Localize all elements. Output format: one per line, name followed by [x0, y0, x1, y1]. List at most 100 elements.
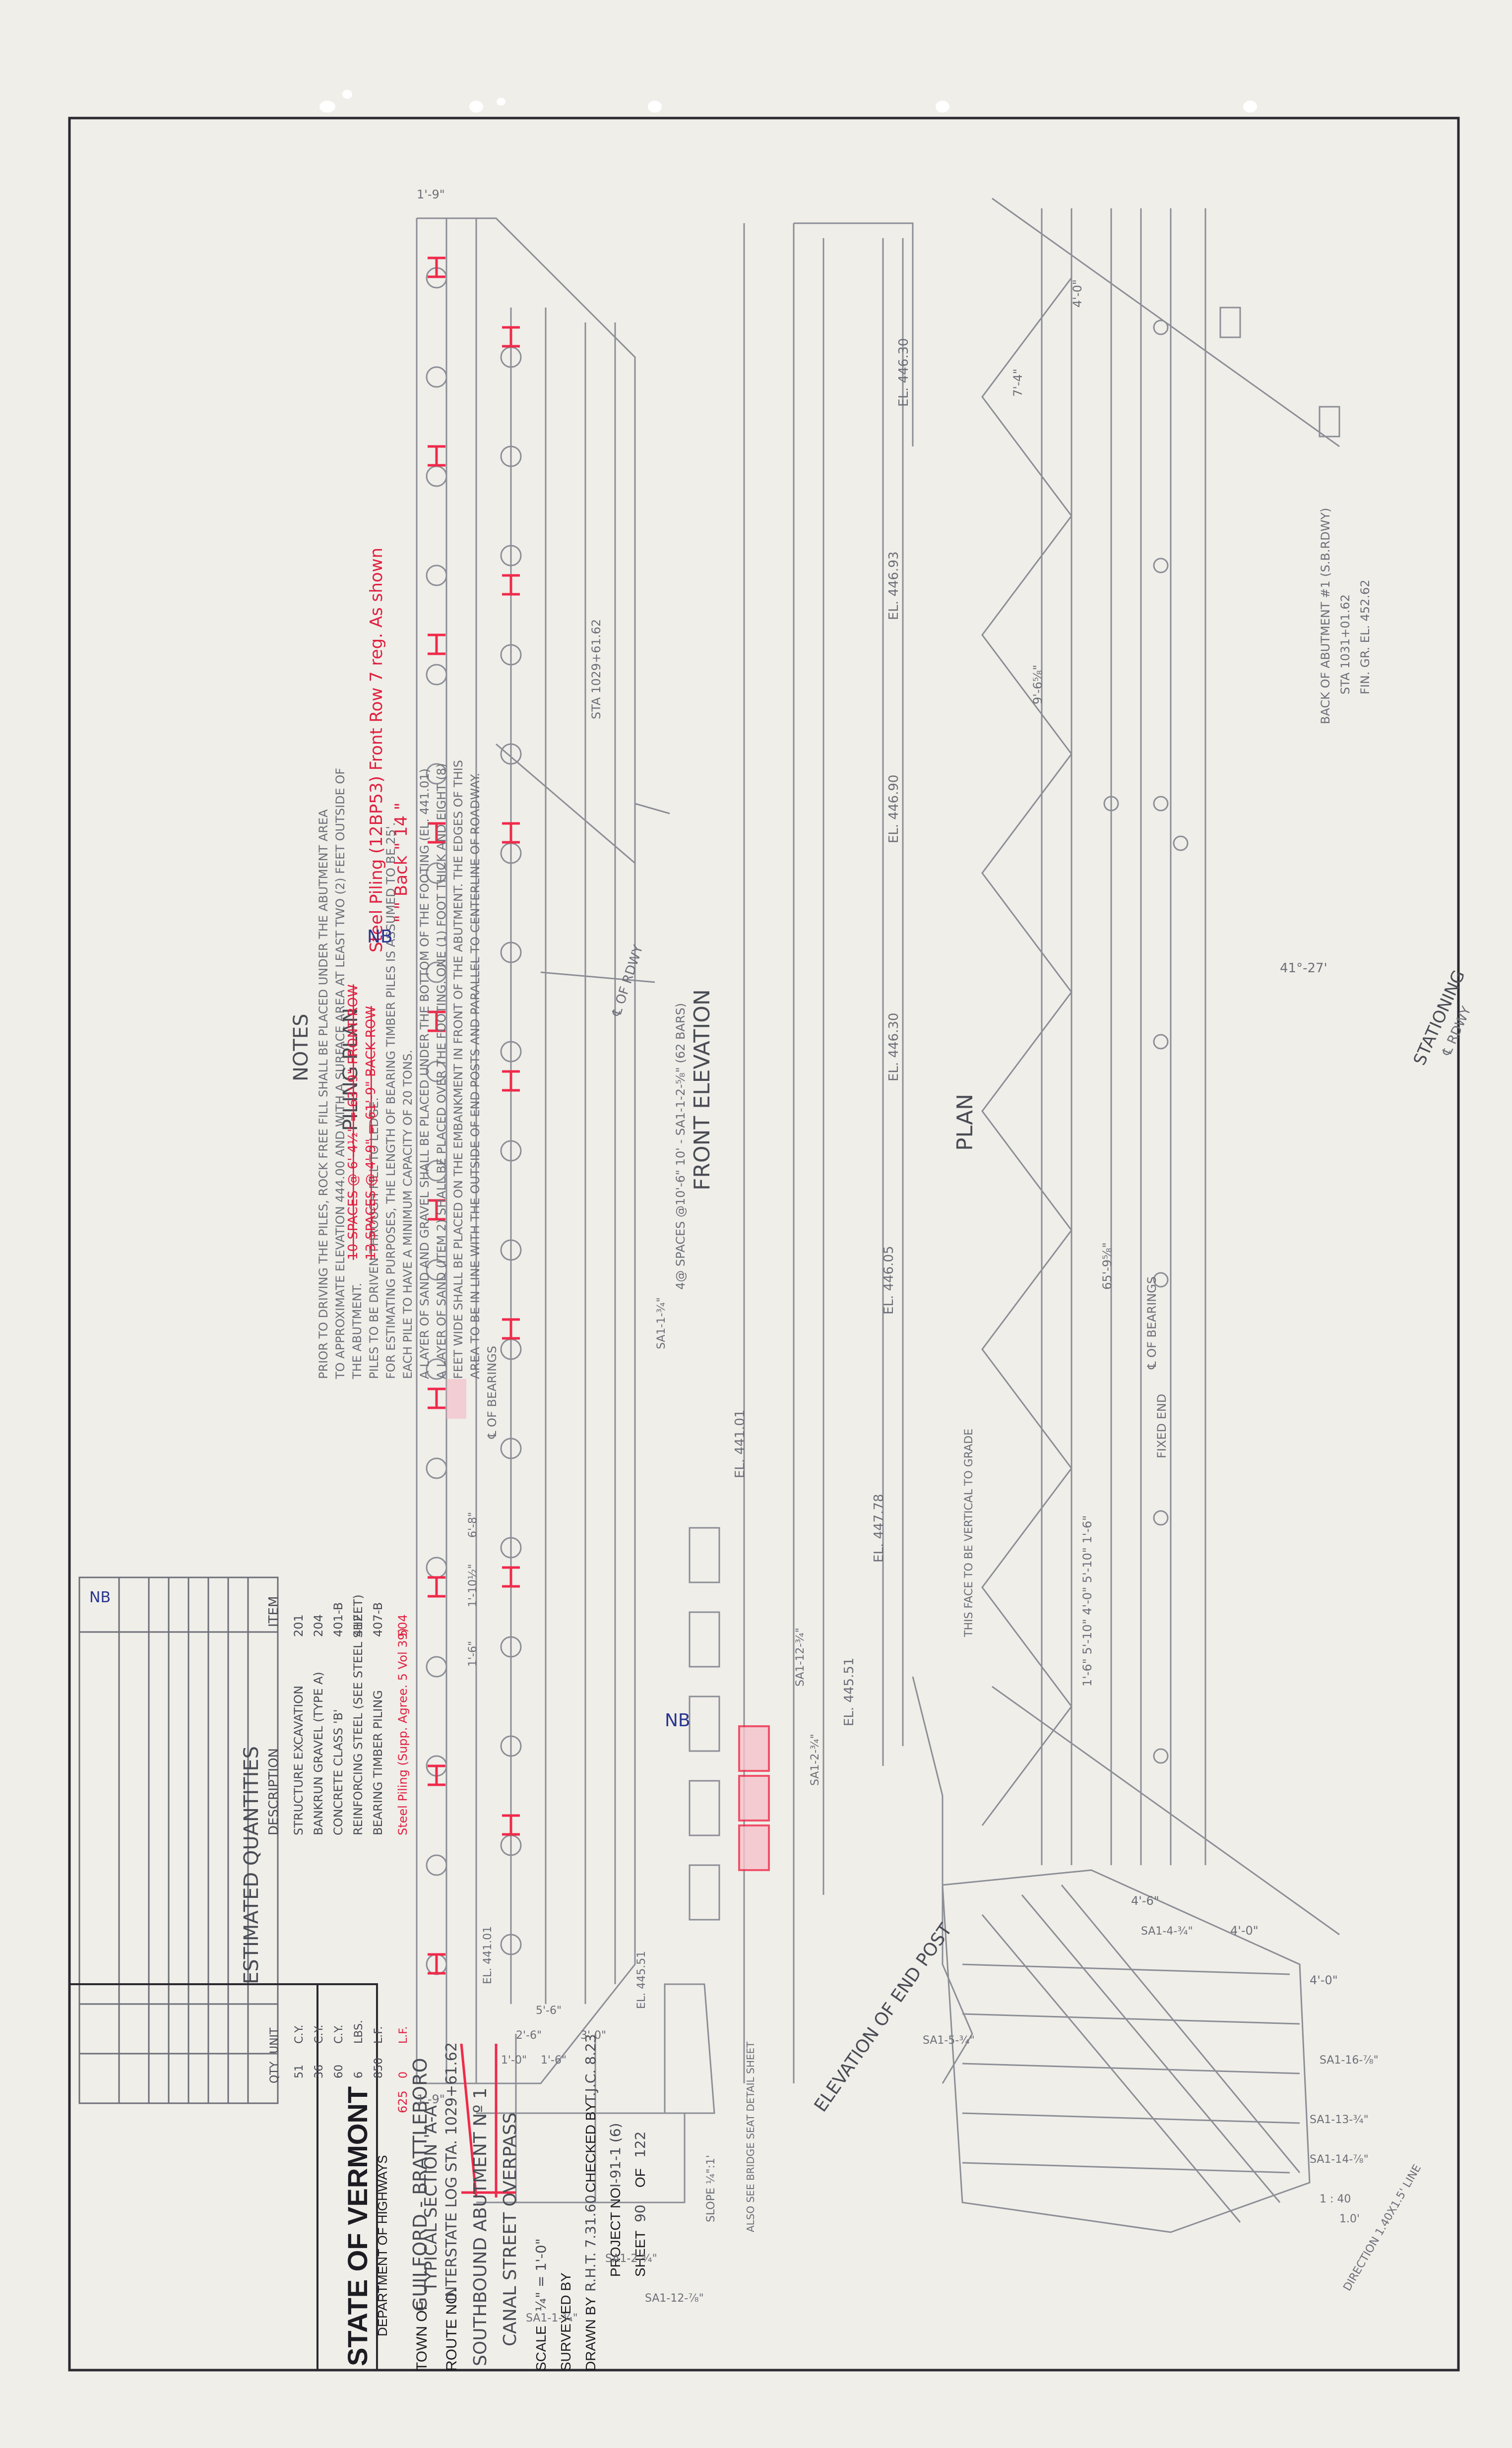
piling-mid-dims: 6'-8" 1'-10½" 1'-6": [467, 1512, 479, 1667]
plan-this-face-note: THIS FACE TO BE VERTICAL TO GRADE: [963, 1429, 975, 1637]
row-item: 401-B: [331, 1602, 345, 1637]
sheet-label: SHEET: [632, 2231, 648, 2277]
piling-dim-mid: 6'-8": [467, 1512, 479, 1538]
scale-value: ¼" = 1'-0": [533, 2238, 549, 2312]
row-unit: C.Y.: [313, 2025, 325, 2044]
typical-section-view: [476, 1983, 715, 2203]
plan-dim-a: 9'-6⅝": [1031, 665, 1045, 704]
piling-bearings: ℄ OF BEARINGS: [485, 1346, 499, 1439]
end-post-bar-4: SA1-13-¾": [1310, 2114, 1369, 2126]
route-label: ROUTE NO.: [443, 2288, 460, 2371]
bar-a: SA1-1-¾": [655, 1297, 668, 1349]
end-post-bar-2: SA1-5-¾": [923, 2034, 975, 2047]
row-unit: L.F.: [373, 2026, 385, 2044]
town-value: GUILFORD - BRATTLEBORO: [409, 2058, 431, 2312]
front-elevation-title: FRONT ELEVATION: [690, 989, 715, 1191]
department-title: DEPARTMENT OF HIGHWAYS: [375, 2155, 390, 2336]
end-post-bar-5: SA1-14-⅞": [1310, 2153, 1369, 2166]
quantity-row: 412 REINFORCING STEEL (SEE STEEL SHEET) …: [351, 1594, 365, 2078]
el-2: EL. 446.93: [886, 552, 901, 620]
note-line: A LAYER OF SAND AND GRAVEL SHALL BE PLAC…: [418, 768, 432, 1379]
row-item: 204: [312, 1614, 325, 1637]
section-red-piles: [460, 2043, 516, 2198]
section-el-top: EL. 445.51: [635, 1951, 648, 2009]
section-d6: SA1-2-¾": [605, 2253, 657, 2265]
end-post-elevation: [942, 1869, 1311, 2233]
plan-note-group: THIS FACE TO BE VERTICAL TO GRADE: [963, 1429, 975, 1637]
front-elevation-red-piles: [738, 1725, 770, 1871]
el-1: EL. 446.30: [896, 338, 911, 407]
red-revision-notes: Steel Piling (12BP53) Front Row 7 reg. A…: [367, 548, 411, 952]
piling-plan-title-group: PILING PLAN: [339, 1008, 362, 1131]
of-label: OF: [632, 2168, 648, 2188]
col-item: ITEM: [266, 1596, 281, 1627]
end-post-dim-2: 4'-0": [1230, 1924, 1259, 1938]
punch-holes: [319, 90, 1257, 113]
end-post-parallel: 1.0': [1339, 2213, 1360, 2225]
col-qty: QTY: [268, 2061, 281, 2083]
row-item: 504: [396, 1614, 410, 1637]
quantities-table: ESTIMATED QUANTITIES ITEM DESCRIPTION UN…: [240, 1594, 410, 2113]
end-post-bar-1: SA1-4-¾": [1141, 1925, 1193, 1938]
plan-bottom-dims: 1'-6" 5'-10" 4'-0" 5'-10" 1'-6": [1080, 1515, 1094, 1687]
piling-sta-group: STA 1029+61.62: [589, 619, 603, 719]
note-line: EACH PILE TO HAVE A MINIMUM CAPACITY OF …: [401, 1050, 415, 1379]
end-post-bar-3: SA1-16-⅞": [1320, 2054, 1379, 2067]
plan-dim-d: 4'-0": [1071, 279, 1084, 308]
front-elevation-spaces: 4@ SPACES @10'-6" 10' - SA1-1-2-⅝" (62 B…: [674, 1003, 688, 1290]
end-post-title-group: ELEVATION OF END POST: [811, 1920, 956, 2116]
row-unit: L.F.: [397, 2026, 410, 2044]
notes-block: NOTES PRIOR TO DRIVING THE PILES, ROCK F…: [290, 760, 482, 1380]
section-el-a: EL. 441.01: [482, 1926, 494, 1984]
note-line: AREA TO BE IN LINE WITH THE OUTSIDE OF E…: [468, 773, 482, 1379]
sheet-border: [68, 117, 1460, 2372]
end-post-dims: 4'-6" 4'-0" 4'-0" SA1-4-¾" SA1-5-¾" SA1-…: [705, 1894, 1424, 2293]
plan-fixed-end: FIXED END: [1155, 1394, 1169, 1458]
row-desc: BANKRUN GRAVEL (TYPE A): [312, 1672, 325, 1835]
note-line: TO APPROXIMATE ELEVATION 444.00 AND WITH…: [333, 768, 347, 1380]
row-unit: C.Y.: [293, 2025, 306, 2044]
revision-mark-nb-2: NB: [665, 1710, 691, 1731]
scale-label: SCALE: [533, 2325, 549, 2371]
surveyed-label: SURVEYED BY: [558, 2272, 573, 2371]
piling-dim-mid2: 1'-10½": [467, 1564, 479, 1607]
front-elevation-view: [689, 222, 973, 2084]
end-post-guide: ALSO SEE BRIDGE SEAT DETAIL SHEET: [745, 2041, 756, 2232]
state-title: STATE OF VERMONT: [342, 2086, 373, 2366]
project-label: PROJECT NO.: [608, 2184, 623, 2277]
row-unit: C.Y.: [333, 2025, 345, 2044]
steel-piling-red-markers: [428, 256, 520, 1975]
back-abutment-label: BACK OF ABUTMENT #1 (S.B.RDWY): [1319, 508, 1332, 724]
plan-dim-b: 65'-9⅝": [1100, 1243, 1114, 1290]
end-post-direction: DIRECTION 1.40X1.5' LINE: [1341, 2162, 1424, 2293]
row-desc: BEARING TIMBER PILING: [371, 1690, 385, 1835]
section-dims: EL. 445.51 EL. 441.01 5'-6" 2'-6" 3'-0" …: [482, 1926, 704, 2324]
plan-view: [981, 197, 1340, 1936]
piling-rdwy: ℄ OF RDWY: [609, 943, 646, 1018]
note-line: PRIOR TO DRIVING THE PILES, ROCK FREE FI…: [316, 809, 330, 1379]
row-qty: 0: [397, 2071, 410, 2078]
row-qty: 36: [313, 2065, 325, 2078]
sheet-value: 90: [632, 2204, 648, 2222]
quantity-row: 204 BANKRUN GRAVEL (TYPE A) C.Y. 36: [312, 1614, 325, 2078]
front-elevation-title-group: FRONT ELEVATION: [690, 989, 715, 1191]
end-post-title: ELEVATION OF END POST: [811, 1920, 956, 2116]
drawn-value: R.H.T. 7.31.60: [582, 2195, 599, 2292]
section-d1: 5'-6": [536, 2005, 562, 2017]
revision-mark-nb-3: NB: [89, 1589, 111, 1606]
piling-plan-title: PILING PLAN: [339, 1008, 362, 1131]
section-d8: SA1-1-¾": [526, 2312, 578, 2324]
revision-mark-nb: NB: [367, 927, 393, 947]
piling-rdwy-group: ℄ OF RDWY: [609, 943, 646, 1018]
piling-revision-2: " " Back " 14 ": [391, 803, 411, 923]
el-5: EL. 446.05: [882, 1246, 896, 1315]
row-qty: 6: [353, 2071, 365, 2078]
plan-dims: 9'-6⅝" 65'-9⅝" 7'-4" 4'-0" 1'-6" 5'-10" …: [1011, 279, 1114, 1687]
plan-title-group: PLAN: [952, 1094, 978, 1151]
el-3: EL. 446.90: [886, 775, 901, 843]
checked-label: CHECKED BY: [583, 2102, 598, 2193]
piling-dim-mid3: 1'-6": [467, 1641, 479, 1667]
